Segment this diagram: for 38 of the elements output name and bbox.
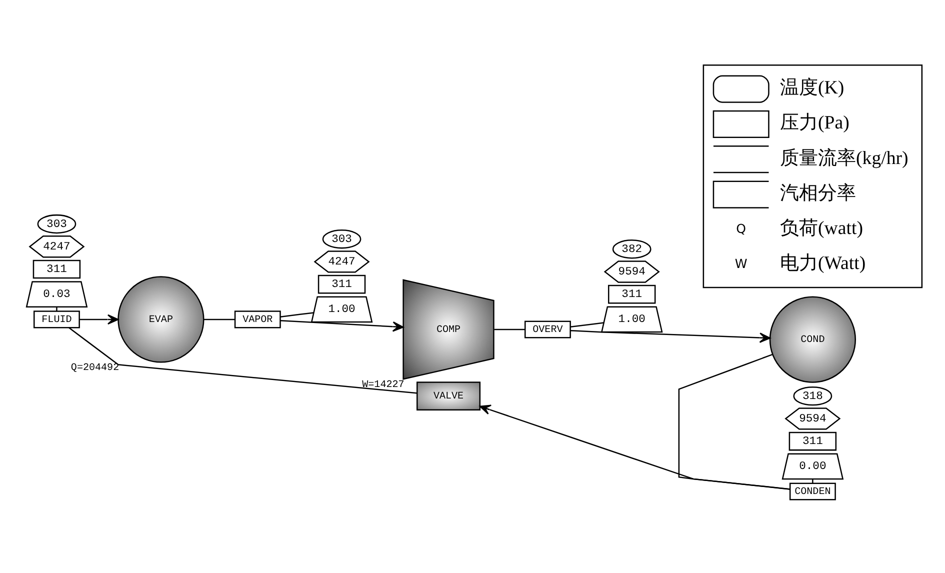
node-box: CONDEN bbox=[788, 482, 836, 500]
node-label: W=14227 bbox=[362, 380, 404, 392]
label: Q bbox=[736, 220, 746, 236]
node-box: COMP bbox=[402, 279, 494, 380]
connector bbox=[678, 354, 790, 490]
connector bbox=[812, 479, 813, 484]
node-box: VALVE bbox=[416, 382, 480, 410]
legend-label: 温度(K) bbox=[780, 77, 844, 98]
node-box: 311 bbox=[317, 274, 366, 294]
legend-label: 质量流率(kg/hr) bbox=[780, 148, 908, 169]
arrow bbox=[570, 330, 770, 343]
label: W bbox=[734, 256, 747, 271]
arrow bbox=[79, 314, 118, 325]
connector bbox=[56, 306, 57, 312]
connector bbox=[203, 318, 234, 320]
connector bbox=[494, 328, 524, 330]
node-box: FLUID bbox=[32, 310, 80, 328]
node-ellipse: 318 bbox=[792, 386, 832, 406]
node-box: 311 bbox=[788, 432, 836, 451]
connector bbox=[570, 322, 604, 328]
legend-label: 汽相分率 bbox=[780, 182, 856, 204]
connector bbox=[68, 327, 416, 394]
connector bbox=[280, 312, 314, 318]
node-circle: COND bbox=[768, 296, 856, 383]
node-box: 311 bbox=[32, 260, 80, 279]
legend-label: 压力(Pa) bbox=[780, 112, 849, 134]
node-ellipse: 303 bbox=[322, 230, 361, 249]
node-circle: EVAP bbox=[117, 276, 204, 363]
node-ellipse: 303 bbox=[36, 214, 76, 234]
arrow bbox=[280, 320, 404, 332]
node-box: 311 bbox=[608, 284, 656, 304]
node-ellipse: 382 bbox=[612, 240, 651, 259]
node-box: VAPOR bbox=[234, 310, 280, 328]
node-box: OVERV bbox=[524, 320, 570, 338]
node-label: Q=204492 bbox=[70, 363, 119, 374]
legend-label: 负荷(watt) bbox=[780, 218, 862, 240]
arrow bbox=[479, 404, 790, 490]
legend-label: 电力(Watt) bbox=[780, 253, 866, 274]
